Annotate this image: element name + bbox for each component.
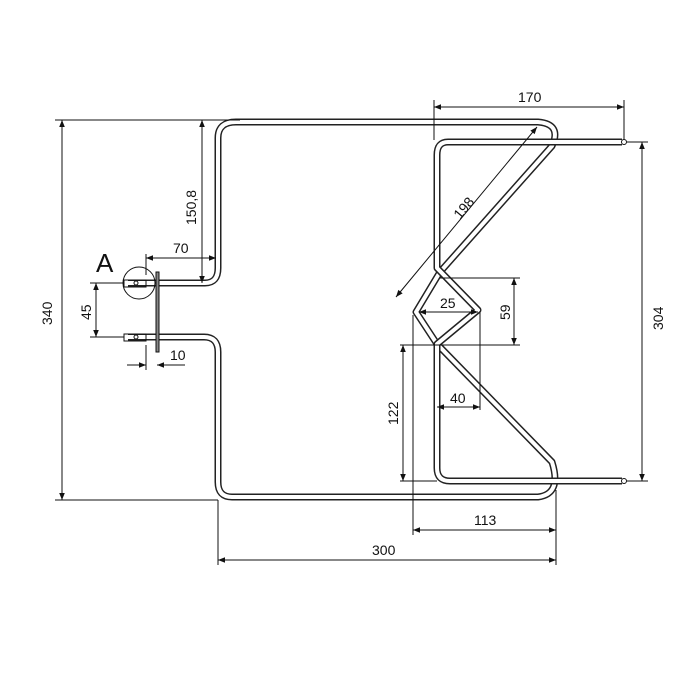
dim-terminal-span: 304 (650, 306, 666, 330)
dim-lower-right-width: 113 (474, 512, 497, 528)
terminal-end-top (621, 139, 627, 145)
dim-overall-width: 300 (372, 542, 396, 558)
detail-label: A (96, 248, 114, 278)
dim-diamond-width: 25 (440, 295, 456, 311)
dim-right-width: 170 (518, 89, 542, 105)
terminal-end-bottom (621, 478, 627, 484)
dim-terminal-spacing: 45 (78, 304, 94, 320)
dim-terminal-offset: 70 (173, 240, 189, 256)
dim-overall-height: 340 (39, 301, 55, 325)
dim-diagonal-length: 198 (450, 194, 477, 222)
dim-inner-offset: 40 (450, 390, 466, 406)
dim-upper-leg-height: 150,8 (183, 190, 199, 225)
dim-lower-leg-height: 122 (385, 401, 401, 425)
dim-bracket-offset: 10 (170, 347, 186, 363)
dimension-lines (55, 100, 648, 565)
outer-tube (128, 118, 559, 501)
dim-diamond-height: 59 (497, 304, 513, 320)
